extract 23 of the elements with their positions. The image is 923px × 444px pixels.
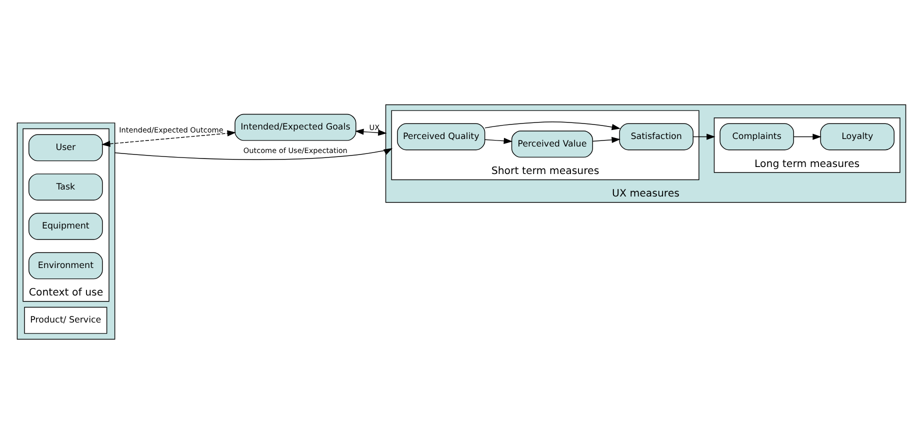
node-box: Loyalty	[820, 123, 894, 150]
arrow	[484, 122, 621, 130]
node-box: Environment	[28, 252, 103, 280]
node-box: Equipment	[28, 212, 103, 240]
edge-label: Outcome of Use/Expectation	[243, 146, 348, 155]
arrow	[354, 128, 387, 136]
arrow	[114, 148, 393, 160]
arrow	[592, 136, 620, 143]
node-box: Intended/Expected Goals	[234, 114, 356, 141]
arrow	[693, 134, 716, 140]
edge-label: UX	[369, 123, 380, 132]
node-box: Perceived Quality	[397, 123, 486, 150]
node-box: Perceived Value	[511, 130, 593, 158]
arrow	[794, 134, 822, 140]
node-box: Product/ Service	[24, 306, 108, 334]
cluster	[16, 122, 116, 340]
node-box: Satisfaction	[619, 123, 694, 150]
edge-label: Intended/Expected Outcome	[119, 125, 224, 134]
arrow	[101, 130, 236, 147]
node-box: Complaints	[720, 123, 794, 150]
node-box: Task	[28, 174, 103, 201]
arrow	[484, 138, 513, 144]
node-box: User	[28, 134, 103, 162]
